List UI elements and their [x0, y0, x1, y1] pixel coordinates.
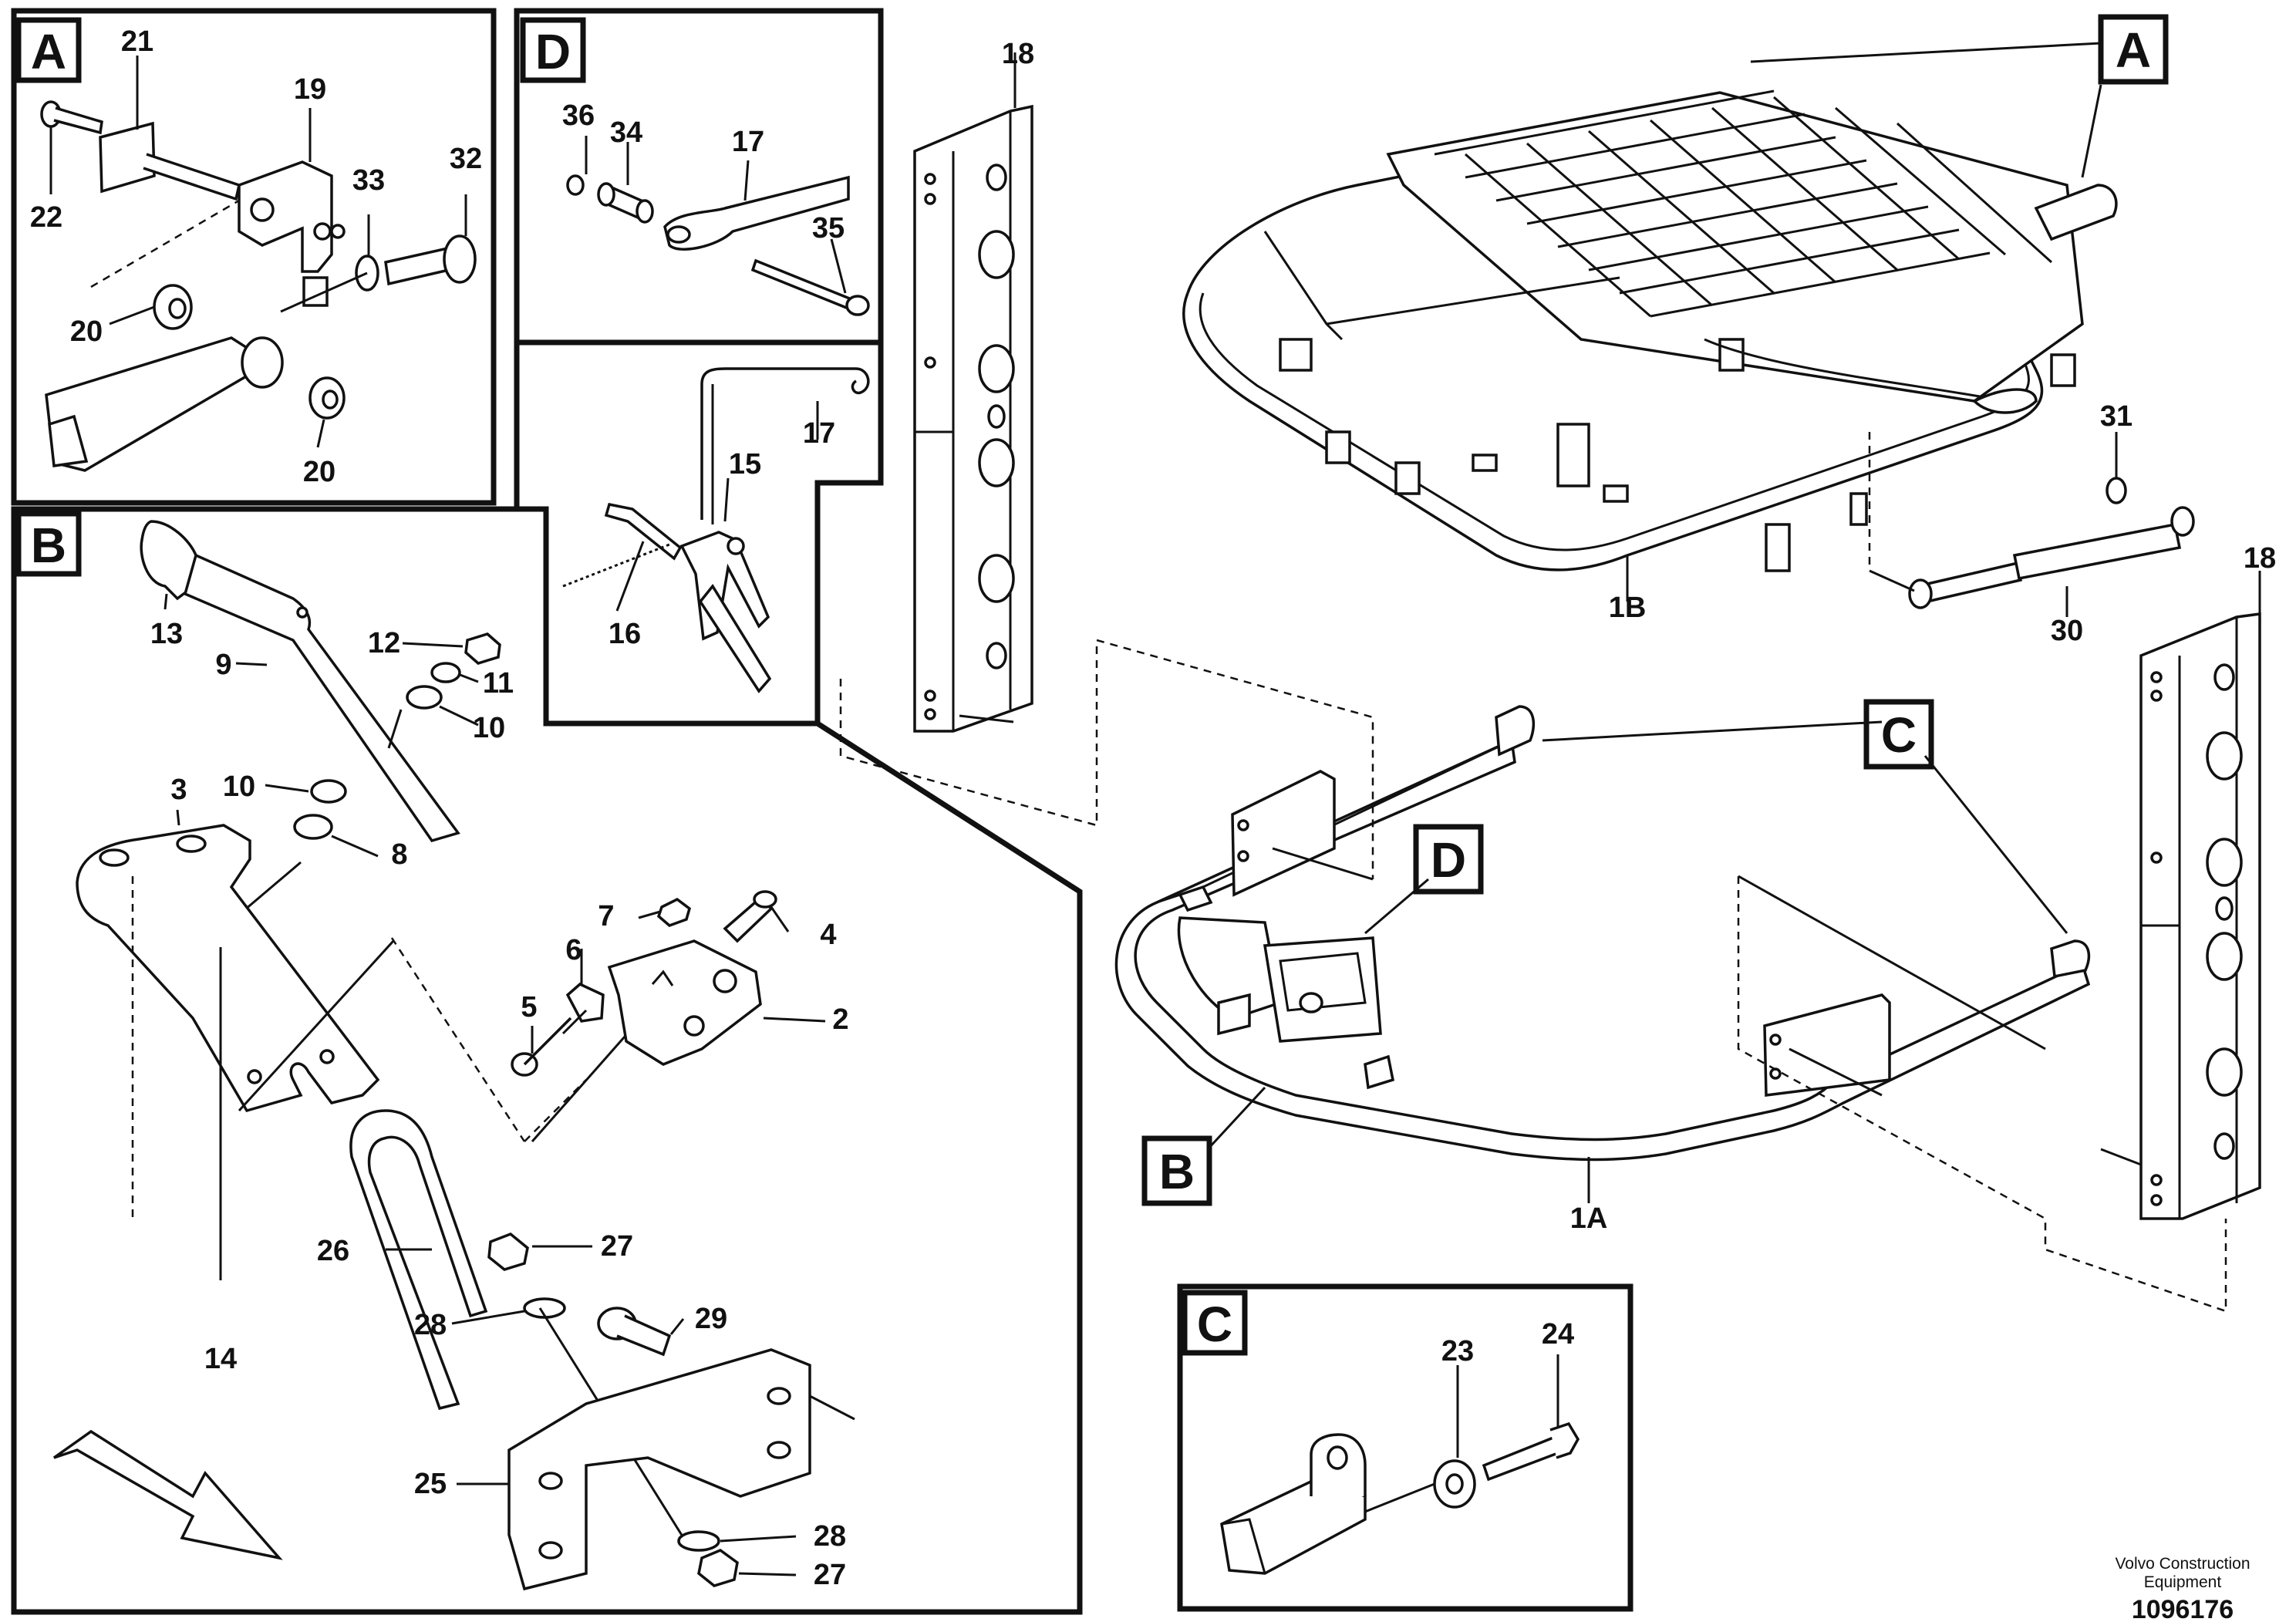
- callout-box-d: D: [1413, 824, 1484, 895]
- label-13: 13: [150, 618, 183, 650]
- label-12: 12: [368, 627, 400, 659]
- label-18-right: 18: [2244, 542, 2276, 575]
- label-21: 21: [121, 25, 153, 58]
- panel-b-frame: [11, 506, 1083, 1615]
- label-28-bottom: 28: [814, 1520, 846, 1553]
- label-19: 19: [294, 73, 326, 106]
- label-22: 22: [30, 201, 62, 234]
- panel-b-handle-latch: [52, 520, 855, 1591]
- panel-a-letter: A: [31, 24, 66, 79]
- callout-a-letter: A: [2116, 22, 2151, 78]
- callout-d-letter: D: [1431, 832, 1466, 888]
- label-34: 34: [610, 116, 642, 149]
- direction-arrow-icon: [52, 1429, 283, 1560]
- label-1A: 1A: [1570, 1202, 1608, 1235]
- label-1B: 1B: [1609, 592, 1647, 624]
- label-32: 32: [450, 143, 482, 175]
- panel-b-letter: B: [31, 518, 66, 573]
- callout-c-letter: C: [1881, 707, 1917, 763]
- hinge-strip-right: [2100, 571, 2261, 1220]
- label-3: 3: [170, 774, 187, 806]
- label-36: 36: [562, 99, 595, 132]
- hinge-strip-left: [913, 52, 1033, 733]
- part-labels: 21 19 22 33 32 20 20 36 34 17 35 17 15 1…: [30, 25, 2276, 1591]
- label-29: 29: [695, 1303, 727, 1335]
- label-20-bottom: 20: [303, 456, 335, 488]
- seat-frame-upper: [1182, 42, 2118, 602]
- label-27-bottom: 27: [814, 1559, 846, 1591]
- label-31: 31: [2100, 400, 2132, 433]
- label-5: 5: [521, 991, 537, 1023]
- callout-b-letter: B: [1159, 1144, 1195, 1199]
- label-20-top: 20: [70, 315, 103, 348]
- label-18-left: 18: [1002, 38, 1034, 70]
- panel-letter-b: B: [15, 511, 82, 577]
- panel-a-hinge-assembly: [40, 56, 477, 472]
- panel-d-letter: D: [535, 24, 571, 79]
- label-35: 35: [812, 212, 845, 244]
- label-25: 25: [414, 1468, 447, 1500]
- label-27-top: 27: [601, 1230, 633, 1263]
- gas-strut: [1868, 432, 2195, 617]
- label-14: 14: [204, 1343, 237, 1375]
- panel-a-frame: [11, 8, 497, 506]
- label-2: 2: [832, 1003, 848, 1036]
- panel-frames: [11, 8, 1633, 1615]
- label-28-top: 28: [414, 1309, 447, 1341]
- label-33: 33: [352, 164, 385, 197]
- panel-letter-a: A: [15, 17, 82, 83]
- label-4: 4: [820, 919, 836, 951]
- callout-box-c: C: [1863, 699, 1934, 770]
- label-9: 9: [215, 649, 231, 681]
- label-23: 23: [1441, 1335, 1474, 1367]
- publisher-line-2: Equipment: [2144, 1573, 2222, 1591]
- label-17-upper: 17: [732, 126, 764, 158]
- panel-c-letter: C: [1197, 1297, 1232, 1352]
- panel-d-latch-lever: [562, 367, 870, 693]
- label-24: 24: [1542, 1318, 1574, 1351]
- label-6: 6: [565, 934, 582, 966]
- callout-box-a: A: [2098, 14, 2169, 85]
- label-15: 15: [729, 448, 761, 481]
- panel-c-pivot-detail: [1220, 1354, 1580, 1575]
- panel-c-frame: [1177, 1283, 1633, 1612]
- label-10-right: 10: [473, 712, 505, 744]
- seat-frame-lower: [839, 639, 2227, 1313]
- label-7: 7: [598, 900, 614, 932]
- callout-box-b: B: [1141, 1135, 1212, 1206]
- label-16: 16: [609, 618, 641, 650]
- publisher-line-1: Volvo Construction: [2115, 1555, 2250, 1573]
- label-8: 8: [391, 838, 407, 871]
- panel-letter-c: C: [1182, 1290, 1248, 1356]
- label-10-left: 10: [223, 771, 255, 803]
- label-30: 30: [2051, 615, 2083, 647]
- publisher-block: Volvo Construction Equipment 1096176: [2115, 1555, 2250, 1622]
- panel-letter-d: D: [520, 17, 586, 83]
- panel-d-fastener-set: [566, 136, 870, 316]
- label-11: 11: [483, 667, 514, 700]
- label-26: 26: [317, 1235, 349, 1267]
- drawing-number: 1096176: [2132, 1595, 2234, 1622]
- label-17-lower: 17: [803, 417, 835, 450]
